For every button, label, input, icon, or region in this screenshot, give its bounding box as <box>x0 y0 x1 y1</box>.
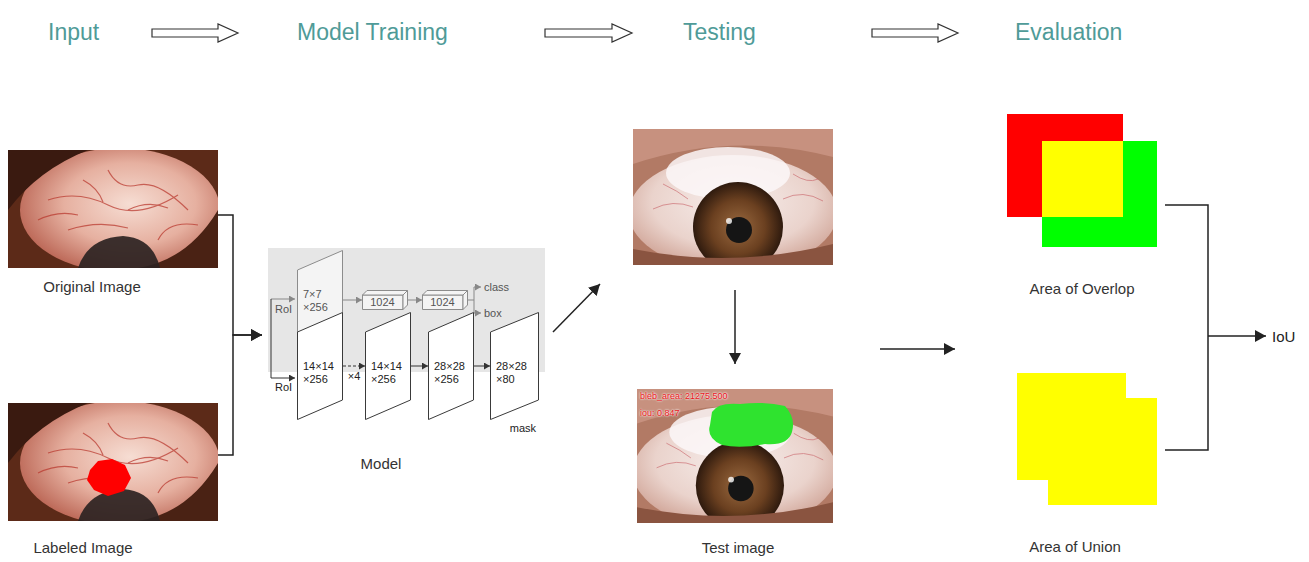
result-label: IoU <box>1272 328 1295 346</box>
node-text: mask <box>506 422 536 435</box>
roi-line <box>271 299 295 378</box>
output-label: box <box>484 307 502 320</box>
image-panel: bleb_area: 21275.500 iou: 0.847Test image <box>633 385 838 557</box>
roi-line <box>271 299 295 300</box>
flow-connector <box>343 366 365 367</box>
feature-map: 28×28 ×256 <box>428 312 474 420</box>
eye-photo <box>8 401 220 525</box>
hollow-arrow <box>872 24 958 42</box>
outline <box>429 313 474 420</box>
eye-photo <box>633 389 837 530</box>
hollow-arrow <box>152 24 238 42</box>
merge-bracket <box>1165 205 1208 450</box>
outline <box>423 291 468 296</box>
node-text: 28×28 ×256 <box>434 360 468 386</box>
flow-arrow <box>553 284 600 332</box>
flow-connector <box>408 300 422 301</box>
eye-photo <box>8 148 220 272</box>
mask-output: 28×28 ×80 mask <box>490 312 539 438</box>
node-text: iou: 0.847 <box>640 408 720 419</box>
caption: Original Image <box>12 278 172 296</box>
outline <box>366 313 411 420</box>
outline <box>363 295 404 310</box>
outline <box>298 313 343 420</box>
caption: Test image <box>678 539 798 557</box>
caption: Labeled Image <box>8 539 158 557</box>
fc-layer: 1024 <box>362 290 408 310</box>
union-shape <box>1017 373 1157 505</box>
feature-map: 14×14 ×256 <box>365 312 411 420</box>
node-text: 14×14 ×256 <box>303 360 337 386</box>
stage-heading: Testing <box>683 19 756 47</box>
outline <box>423 295 464 310</box>
stage-heading: Evaluation <box>1015 19 1122 47</box>
node-text: bleb_area: 21275.500 <box>640 391 790 402</box>
caption: Model <box>351 455 411 473</box>
caption: Area of Union <box>1010 538 1140 556</box>
output-arrow <box>474 300 481 313</box>
input-label: RoI <box>275 381 292 394</box>
flow-connector <box>218 215 262 335</box>
label-mask <box>87 459 131 496</box>
image-panel: Original Image <box>8 150 218 298</box>
union-panel: Area of Union <box>1000 368 1165 558</box>
image-panel: Labeled Image <box>8 403 218 558</box>
outline <box>363 291 408 296</box>
overlap-square <box>1042 141 1123 217</box>
flow-arrow <box>1208 335 1266 337</box>
flow-connector <box>474 366 490 367</box>
outline <box>403 291 408 310</box>
stage-heading: Model Training <box>297 19 448 47</box>
outline <box>463 291 468 310</box>
repeat-label: ×4 <box>348 370 361 383</box>
output-arrow <box>468 287 481 300</box>
outline <box>491 313 539 420</box>
node-text: 28×28 ×80 <box>496 360 532 386</box>
flow-arrow <box>880 348 955 350</box>
output-label: class <box>484 281 509 294</box>
flow-connector <box>218 335 262 455</box>
overlap-panel: Area of Overlop <box>1000 110 1165 300</box>
node-text: 14×14 ×256 <box>371 360 405 386</box>
caption: Area of Overlop <box>1017 280 1147 298</box>
feature-map: 14×14 ×256 <box>297 312 343 420</box>
stage-heading: Input <box>48 19 99 47</box>
node-text: 1024 <box>422 295 463 310</box>
flow-arrow <box>734 290 736 364</box>
flow-connector <box>411 366 428 367</box>
predicted-mask <box>709 403 793 447</box>
eye-photo <box>629 129 837 272</box>
hollow-arrow <box>545 24 632 42</box>
node-text: 1024 <box>362 295 403 310</box>
node-text: 7×7 ×256 <box>303 288 335 314</box>
flow-connector <box>343 300 362 301</box>
prediction-square <box>1042 141 1157 247</box>
input-label: RoI <box>275 303 292 316</box>
ground-truth-square <box>1007 114 1123 217</box>
fc-layer: 1024 <box>422 290 468 310</box>
